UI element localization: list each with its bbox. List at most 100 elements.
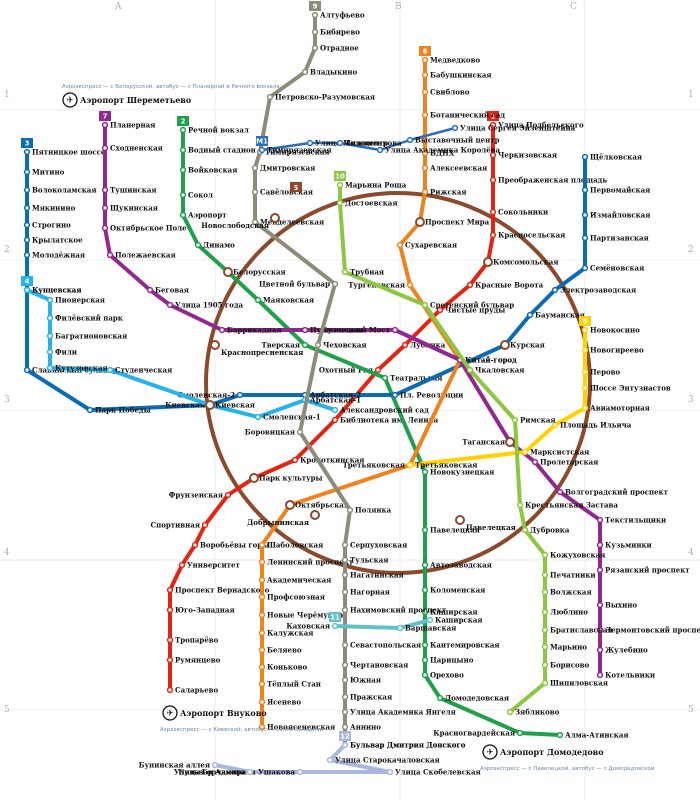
station[interactable]: Братиславская xyxy=(541,626,613,635)
interchange-marker[interactable] xyxy=(223,267,233,277)
station-marker[interactable] xyxy=(258,611,266,619)
station-label[interactable]: Чеховская xyxy=(323,341,367,350)
station[interactable]: Кузнецкий Мост xyxy=(321,326,399,335)
station-marker[interactable] xyxy=(596,601,604,609)
station[interactable]: Каховская xyxy=(286,622,339,631)
station-label[interactable]: Смоленская-2 xyxy=(177,391,235,400)
station[interactable]: Речной вокзал xyxy=(179,126,249,135)
station[interactable]: Улица Милашенкова xyxy=(306,139,402,148)
station[interactable]: Аэропорт xyxy=(179,211,228,220)
station-marker[interactable] xyxy=(258,593,266,601)
interchange-marker[interactable] xyxy=(249,473,259,483)
station-label[interactable]: Краснопресненская xyxy=(221,348,303,357)
station-label[interactable]: Царицыно xyxy=(430,656,474,665)
station[interactable]: Бунинская аллея xyxy=(139,761,219,770)
station-marker[interactable] xyxy=(581,264,589,272)
station-marker[interactable] xyxy=(596,541,604,549)
airport-name[interactable]: Аэропорт Домодедово xyxy=(500,747,604,757)
station[interactable]: Зябликово xyxy=(506,708,560,717)
station[interactable]: Чкаловская xyxy=(466,366,525,375)
station-label[interactable]: Бульвар Адмирала Ушакова xyxy=(178,768,295,777)
station-marker[interactable] xyxy=(336,139,344,147)
station[interactable]: Павелецкая xyxy=(455,515,516,532)
station-marker[interactable] xyxy=(194,241,202,249)
station[interactable] xyxy=(285,500,295,510)
station-label[interactable]: Комсомольская xyxy=(493,258,559,267)
station-label[interactable]: Пионерская xyxy=(55,296,105,305)
station[interactable]: Южная xyxy=(341,676,381,685)
station-marker[interactable] xyxy=(106,251,114,259)
station-marker[interactable] xyxy=(466,281,474,289)
station-label[interactable]: Римская xyxy=(520,416,556,425)
station-label[interactable]: Чкаловская xyxy=(475,366,524,375)
station-marker[interactable] xyxy=(23,251,31,259)
station[interactable]: Бауманская xyxy=(526,311,585,320)
station[interactable]: Первомайская xyxy=(581,186,651,195)
station[interactable]: Сретенский бульвар xyxy=(421,301,515,310)
station-label[interactable]: Борисово xyxy=(550,661,590,670)
station[interactable]: Бульвар Дмитрия Донского xyxy=(341,741,466,750)
station-marker[interactable] xyxy=(301,326,309,334)
station[interactable]: Саларьево xyxy=(166,686,219,695)
station-label[interactable]: Румянцево xyxy=(175,656,221,665)
station-marker[interactable] xyxy=(46,332,54,340)
station-marker[interactable] xyxy=(331,416,339,424)
station-marker[interactable] xyxy=(179,126,187,134)
station[interactable]: Профсоюзная xyxy=(258,593,325,602)
station-label[interactable]: Щёлковская xyxy=(590,153,642,162)
station-marker[interactable] xyxy=(541,661,549,669)
station-marker[interactable] xyxy=(421,468,429,476)
station-marker[interactable] xyxy=(251,164,259,172)
station-label[interactable]: Перово xyxy=(590,368,620,377)
station-label[interactable]: Красногвардейская xyxy=(433,729,515,738)
station-marker[interactable] xyxy=(551,421,559,429)
station[interactable]: Кузьминки xyxy=(596,541,652,550)
station-marker[interactable] xyxy=(258,723,266,731)
station[interactable]: Алма-Атинская xyxy=(556,731,629,740)
station[interactable]: Орехово xyxy=(421,671,465,680)
station-marker[interactable] xyxy=(101,121,109,129)
station-marker[interactable] xyxy=(179,211,187,219)
station-marker[interactable] xyxy=(306,139,314,147)
station[interactable]: Улица Сергея Эйзенштейна xyxy=(451,124,576,133)
station-marker[interactable] xyxy=(421,586,429,594)
station[interactable]: Измайловская xyxy=(581,211,651,220)
station[interactable]: Кунцевская xyxy=(23,286,82,295)
station-label[interactable]: Нагатинская xyxy=(350,571,404,580)
station-label[interactable]: Студенческая xyxy=(115,366,172,375)
station-marker[interactable] xyxy=(391,391,399,399)
station-label[interactable]: Печатники xyxy=(550,571,596,580)
station-label[interactable]: Университет xyxy=(187,561,240,570)
station[interactable]: Шаболовская xyxy=(258,541,324,550)
station[interactable]: Третьяковская xyxy=(343,461,414,470)
station-label[interactable]: Марьина Роща xyxy=(345,181,407,190)
station-label[interactable]: Серпуховская xyxy=(350,541,407,550)
station-label[interactable]: Улица Академика Королёва xyxy=(385,146,501,155)
station[interactable]: Филёвский парк xyxy=(46,314,123,323)
station-label[interactable]: Киевская xyxy=(165,401,205,410)
station-label[interactable]: Каховская xyxy=(286,622,330,631)
station-label[interactable]: Кунцевская xyxy=(32,286,82,295)
station-marker[interactable] xyxy=(331,280,339,288)
station-label[interactable]: Братиславская xyxy=(550,626,613,635)
station[interactable]: Новокосино xyxy=(581,326,641,335)
station[interactable]: Полежаевская xyxy=(106,251,176,260)
station[interactable]: Фрунзенская xyxy=(169,491,232,500)
line-1-track[interactable] xyxy=(168,125,495,690)
station-label[interactable]: Октябрьская xyxy=(295,501,349,510)
line-12-track[interactable] xyxy=(214,743,392,774)
station[interactable]: Октябрьская xyxy=(286,501,349,510)
station-label[interactable]: Красносельская xyxy=(498,231,565,240)
station-label[interactable]: Пролетарская xyxy=(540,458,598,467)
station-label[interactable]: Тёплый Стан xyxy=(267,680,321,689)
station-label[interactable]: Ботанический сад xyxy=(430,111,505,120)
station-label[interactable]: Тропарёво xyxy=(175,636,219,645)
station-marker[interactable] xyxy=(46,314,54,322)
station[interactable]: Бабушкинская xyxy=(421,71,492,80)
interchange-marker[interactable] xyxy=(415,217,425,227)
station-marker[interactable] xyxy=(236,391,244,399)
station[interactable]: Мякинино xyxy=(23,204,76,213)
station-label[interactable]: Сретенский бульвар xyxy=(430,301,514,310)
station-label[interactable]: Южная xyxy=(350,676,381,685)
station-marker[interactable] xyxy=(489,231,497,239)
